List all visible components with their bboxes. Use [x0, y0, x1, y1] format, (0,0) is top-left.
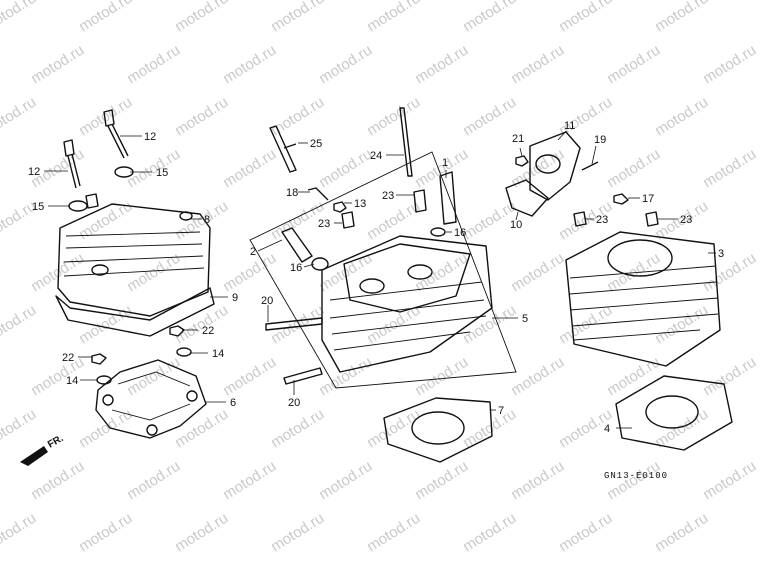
dowel-part [341, 211, 355, 229]
callout-5: 5 [522, 313, 528, 325]
callout-20: 20 [288, 397, 300, 409]
stud-bolt-part [399, 107, 413, 177]
callout-12: 12 [144, 131, 156, 143]
spark-plug-part [269, 125, 297, 173]
leader-lines [44, 130, 716, 429]
callout-23: 23 [680, 214, 692, 226]
cylinder-part [565, 231, 721, 367]
intake-pipe-part [529, 131, 581, 201]
callout-4: 4 [604, 423, 610, 435]
callout-22: 22 [202, 325, 214, 337]
front-direction-arrow: FR. [20, 433, 66, 466]
seal-part [68, 200, 88, 212]
dowel-part [645, 211, 659, 227]
stud-part [283, 367, 323, 385]
cylinder-head-part [249, 151, 517, 389]
callout-19: 19 [594, 134, 606, 146]
callout-10: 10 [510, 219, 522, 231]
callout-15: 15 [156, 167, 168, 179]
fr-label: FR. [46, 433, 66, 451]
callout-16: 16 [290, 262, 302, 274]
rocker-holder-part [95, 359, 207, 439]
o-ring-part [311, 257, 329, 271]
callout-1: 1 [442, 157, 448, 169]
nut-part [613, 193, 629, 205]
insulator-part [505, 179, 549, 217]
callout-12: 12 [28, 166, 40, 178]
callout-11: 11 [564, 120, 575, 132]
bolt-part [581, 161, 599, 171]
nut-part [91, 353, 107, 365]
callout-23: 23 [318, 218, 330, 230]
fitting-part [281, 227, 313, 263]
bolt-part [63, 109, 129, 189]
head-cover-part [57, 193, 211, 317]
callout-20: 20 [261, 295, 273, 307]
nut-part [515, 155, 529, 167]
callout-14: 14 [66, 375, 78, 387]
callout-16: 16 [454, 227, 466, 239]
dowel-part [573, 211, 587, 227]
callout-9: 9 [232, 292, 238, 304]
callout-15: 15 [32, 201, 44, 213]
cover-gasket-part [55, 287, 215, 337]
callout-6: 6 [230, 397, 236, 409]
o-ring-part [430, 227, 446, 237]
stud-part [265, 317, 323, 331]
callout-23: 23 [596, 214, 608, 226]
nut-part [333, 201, 347, 213]
callout-23: 23 [382, 190, 394, 202]
cylinder-gasket-part [615, 375, 733, 451]
bolt-part [307, 187, 329, 201]
dowel-part [413, 189, 427, 213]
callout-22: 22 [62, 352, 74, 364]
callout-17: 17 [642, 193, 654, 205]
callout-7: 7 [498, 405, 504, 417]
fitting-part [439, 171, 457, 225]
callout-24: 24 [370, 150, 382, 162]
washer-part [96, 375, 112, 385]
callout-3: 3 [718, 248, 724, 260]
head-gasket-part [383, 397, 493, 463]
callout-2: 2 [250, 246, 256, 258]
callout-numbers: 12 12 15 15 8 9 22 22 14 14 6 25 24 18 1… [28, 120, 724, 481]
callout-21: 21 [512, 133, 524, 145]
nut-part [169, 325, 185, 337]
diagram-code: GN13-E0100 [604, 471, 668, 481]
callout-25: 25 [310, 138, 322, 150]
callout-13: 13 [354, 198, 366, 210]
callout-18: 18 [286, 187, 298, 199]
callout-14: 14 [212, 348, 224, 360]
callout-8: 8 [204, 214, 210, 226]
washer-part [176, 347, 192, 357]
